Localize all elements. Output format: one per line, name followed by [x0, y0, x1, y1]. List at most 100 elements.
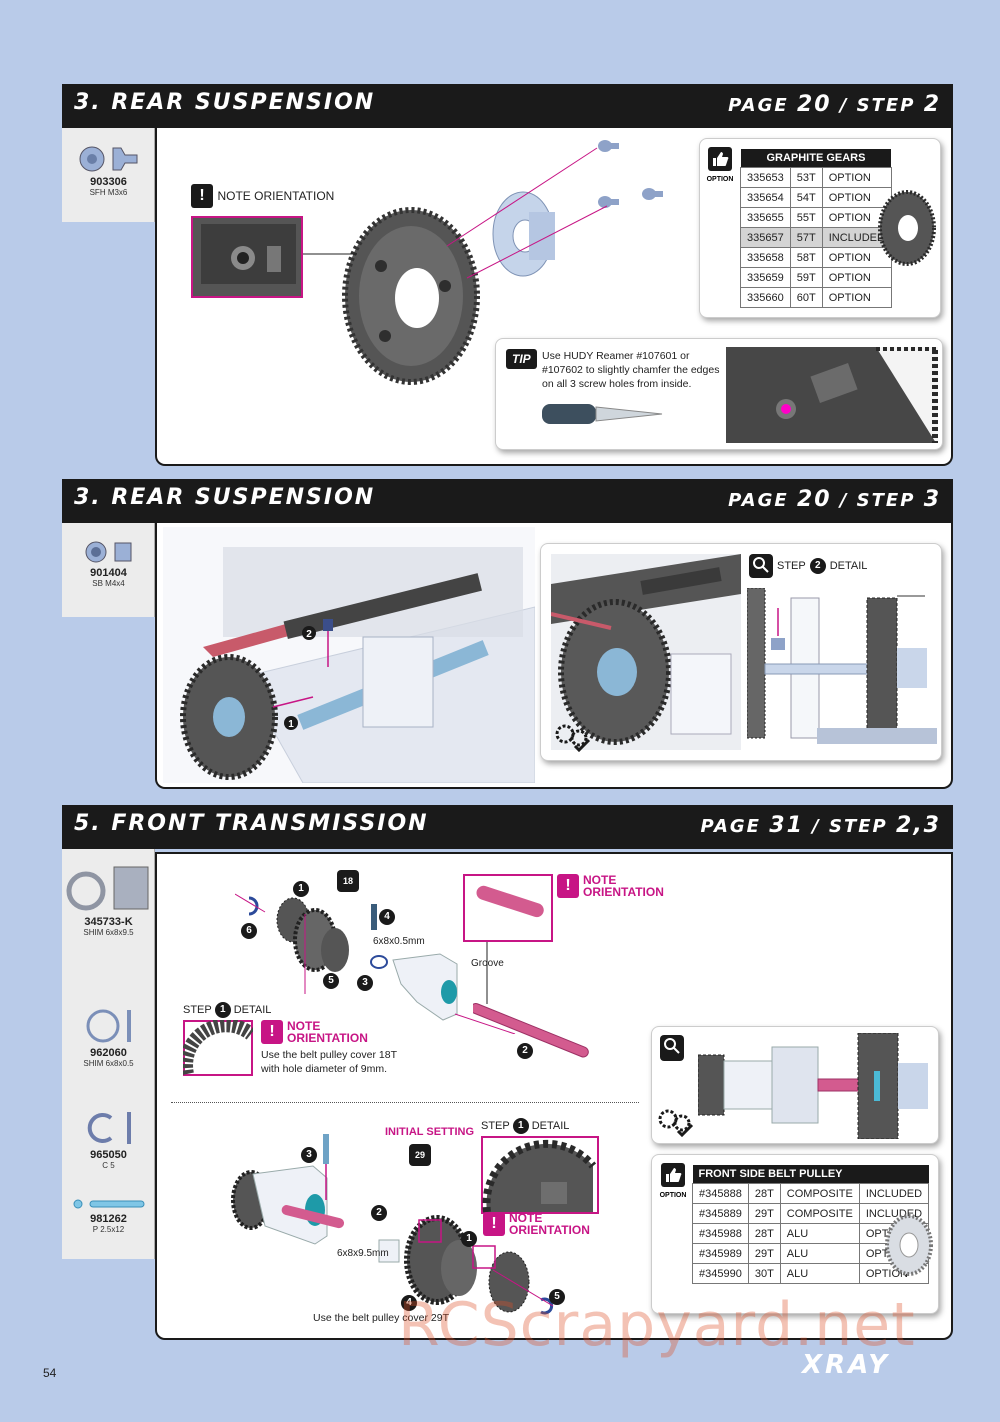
graphite-gear-image — [878, 190, 936, 266]
note-detail-image — [191, 216, 303, 298]
table-cell: ALU — [779, 1263, 860, 1284]
option-badge: OPTION — [658, 1163, 688, 1199]
pulley-cover-detail-image — [183, 1020, 253, 1076]
tip-text: Use HUDY Reamer #107601 or #107602 to sl… — [542, 350, 720, 390]
table-cell: 29T — [747, 1203, 781, 1224]
table-cell: OPTION — [821, 187, 892, 208]
screw-head-icon — [79, 146, 104, 172]
note-orientation: ! NOTE ORIENTATION — [191, 184, 334, 208]
pin-side-icon — [89, 1200, 144, 1208]
parts-column: 901404 SB M4x4 — [62, 523, 155, 617]
table-cell: #345988 — [692, 1223, 749, 1244]
section-page-ref: PAGE 20 / STEP 3 — [728, 487, 941, 512]
exclamation-icon: ! — [483, 1212, 505, 1236]
callout-1-bottom: 1 — [461, 1228, 477, 1247]
table-cell: 335653 — [740, 167, 791, 188]
pulley-exploded-view-bottom — [231, 1134, 554, 1315]
section-title: 3. REAR SUSPENSION — [74, 485, 376, 510]
table-cell: 53T — [789, 167, 823, 188]
spur-gear-image — [342, 207, 480, 385]
step-panel: ! NOTE ORIENTATION — [155, 128, 953, 466]
pin-end-icon — [73, 1199, 82, 1209]
callout-6: 6 — [241, 920, 257, 939]
shaft-groove-detail-image — [463, 874, 553, 942]
table-cell: COMPOSITE — [779, 1203, 860, 1224]
brand-logo: XRAY — [802, 1350, 891, 1380]
thumbs-up-icon — [708, 147, 732, 171]
shim-top-icon — [66, 871, 106, 911]
alu-pulley-image — [885, 1214, 933, 1276]
gear-badge-18: 18 — [337, 870, 359, 892]
table-cell: 55T — [789, 207, 823, 228]
step-panel: 2 1 STEP 2 DET — [155, 523, 953, 789]
table-cell: 28T — [747, 1183, 781, 1204]
table-cell: OPTION — [821, 267, 892, 288]
tools-check-icon — [555, 724, 591, 752]
gear-hub-image — [492, 191, 555, 277]
section-rear-suspension-step3: 3. REAR SUSPENSION PAGE 20 / STEP 3 9014… — [62, 479, 953, 789]
tip-card: TIP Use HUDY Reamer #107601 or #107602 t… — [495, 338, 943, 450]
parts-column: 903306 SFH M3x6 — [62, 128, 155, 222]
table-cell: INCLUDED — [821, 227, 892, 248]
exclamation-icon: ! — [557, 874, 579, 898]
callout-4-bottom: 4 — [401, 1292, 417, 1311]
part-c-clip: 965050 C 5 — [62, 1111, 155, 1170]
callout-5-bottom: 5 — [549, 1286, 565, 1305]
set-screw-top-icon — [85, 541, 106, 563]
step1-detail-label-bottom: STEP 1 DETAIL — [481, 1118, 570, 1134]
pulley-exploded-view-top — [235, 893, 516, 1034]
table-cell: 58T — [789, 247, 823, 268]
set-screw-side-icon — [114, 542, 131, 562]
section-header: 3. REAR SUSPENSION PAGE 20 / STEP 2 — [62, 84, 953, 128]
pulley-teeth-detail-image — [481, 1136, 599, 1214]
callout-5: 5 — [323, 970, 339, 989]
thin-shim-side-icon — [126, 1010, 131, 1042]
initial-setting-label: INITIAL SETTING — [385, 1126, 475, 1138]
option-badge: OPTION — [706, 147, 734, 183]
table-cell: INCLUDED — [858, 1183, 930, 1204]
section-title: 3. REAR SUSPENSION — [74, 90, 376, 115]
table-cell: 335654 — [740, 187, 791, 208]
step1-detail-label: STEP 1 DETAIL — [183, 1002, 272, 1018]
section-rear-suspension-step2: 3. REAR SUSPENSION PAGE 20 / STEP 2 9033… — [62, 84, 953, 466]
table-cell: 335659 — [740, 267, 791, 288]
exclamation-icon: ! — [261, 1020, 283, 1044]
page-number: 54 — [43, 1366, 57, 1380]
shim-size-label-2: 6x8x9.5mm — [337, 1248, 389, 1259]
pulley-shaft-cross-section-image — [698, 1033, 928, 1139]
part-screw: 903306 SFH M3x6 — [62, 146, 155, 197]
screw-image — [598, 140, 619, 152]
detail-magnifier-icon — [660, 1035, 684, 1061]
section-header: 5. FRONT TRANSMISSION PAGE 31 / STEP 2,3 — [62, 805, 953, 849]
callout-4: 4 — [379, 906, 395, 925]
table-cell: 335657 — [740, 227, 791, 248]
divider — [171, 1102, 639, 1103]
table-cell: 335660 — [740, 287, 791, 308]
table-cell: #345989 — [692, 1243, 749, 1264]
shim-side-icon — [113, 866, 149, 910]
svg-text:1: 1 — [288, 719, 294, 730]
parts-column: 345733-K SHIM 6x8x9.5 962060 SHIM 6x8x0.… — [62, 849, 155, 1259]
c-clip-side-icon — [126, 1112, 131, 1144]
gear-installed-image — [551, 554, 741, 750]
exclamation-icon: ! — [191, 184, 213, 208]
table-cell: COMPOSITE — [779, 1183, 860, 1204]
table-cell: ALU — [779, 1243, 860, 1264]
axle-cross-section-image — [747, 588, 937, 744]
callout-3-bottom: 3 — [301, 1144, 317, 1163]
groove-label: Groove — [471, 958, 504, 969]
tools-check-icon — [658, 1109, 694, 1137]
step-detail-label: STEP 2 DETAIL — [749, 554, 867, 578]
section-front-transmission: 5. FRONT TRANSMISSION PAGE 31 / STEP 2,3… — [62, 805, 953, 1340]
callout-2-bottom: 2 — [371, 1202, 387, 1221]
tip-badge: TIP — [506, 349, 537, 369]
table-cell: 29T — [747, 1243, 781, 1264]
